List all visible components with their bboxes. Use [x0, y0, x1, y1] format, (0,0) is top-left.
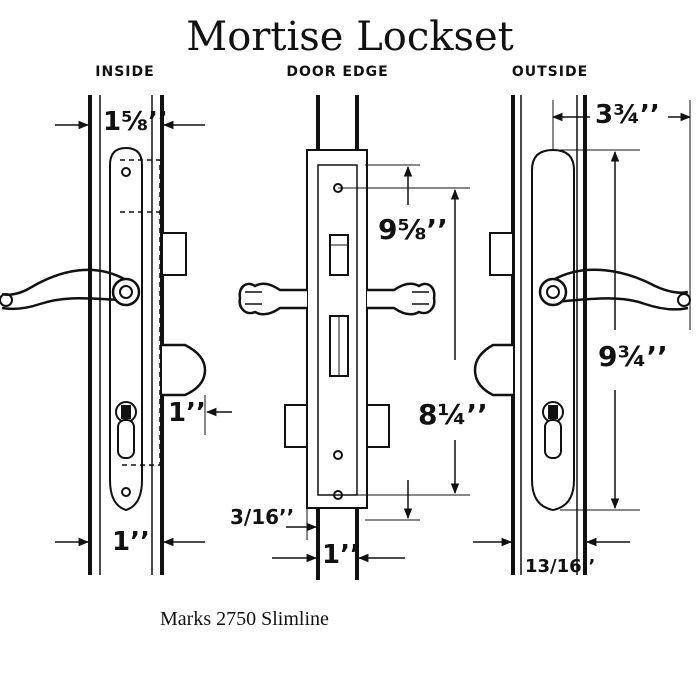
model-caption: Marks 2750 Slimline [160, 608, 329, 630]
edge-offset-dimension: 3/16’’ [230, 505, 295, 529]
outside-view [473, 95, 691, 575]
inside-bottom-width-dimension: 1’’ [112, 527, 150, 557]
inside-top-width-dimension: 1⅝’’ [103, 107, 168, 137]
outside-escutcheon-plate [531, 148, 575, 512]
outside-plate-height-dimension: 9¾’’ [598, 340, 668, 373]
outside-bottom-width-dimension: 13/16’’ [525, 556, 596, 577]
inside-lever-handle [1, 268, 127, 311]
edge-upper-hole-spacing-dimension: 9⅝’’ [378, 213, 448, 246]
door-edge-lever-right [367, 282, 436, 316]
edge-lower-hole-spacing-dimension: 8¼’’ [418, 398, 488, 431]
edge-bottom-width-dimension: 1’’ [322, 540, 360, 570]
outside-lever-handle [552, 268, 689, 311]
door-edge-lever-left [238, 282, 307, 316]
door-edge-view-label: DOOR EDGE [286, 64, 389, 80]
inside-view [0, 95, 232, 575]
inside-view-label: INSIDE [95, 64, 155, 80]
outside-view-label: OUTSIDE [511, 64, 589, 80]
door-edge-view [238, 95, 470, 580]
diagram-title: Mortise Lockset [186, 14, 514, 60]
outside-top-width-dimension: 3¾’’ [595, 100, 660, 130]
inside-bolt-projection-dimension: 1’’ [168, 398, 206, 428]
